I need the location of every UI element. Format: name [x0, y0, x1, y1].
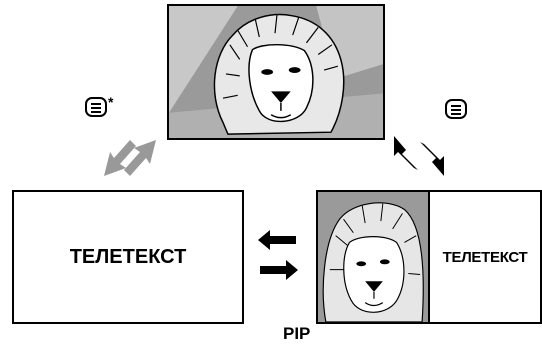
pip-teletext-label: ТЕЛЕТЕКСТ	[442, 248, 528, 266]
teletext-icon-asterisk: *	[108, 94, 114, 110]
teletext-icon	[85, 97, 107, 117]
pip-caption: PIP	[283, 324, 311, 343]
black-double-arrow	[394, 136, 444, 176]
lion-picture-small	[318, 192, 428, 322]
tv-pip-mode: ТЕЛЕТЕКСТ	[316, 190, 542, 324]
lion-picture	[169, 6, 383, 138]
gray-double-arrow	[104, 140, 156, 176]
tv-teletext-mode: ТЕЛЕТЕКСТ	[12, 190, 244, 324]
horizontal-double-arrow	[258, 230, 298, 280]
teletext-label: ТЕЛЕТЕКСТ	[69, 245, 187, 268]
pip-picture	[318, 192, 430, 322]
teletext-icon-right	[445, 99, 467, 119]
tv-picture-mode	[167, 4, 385, 140]
